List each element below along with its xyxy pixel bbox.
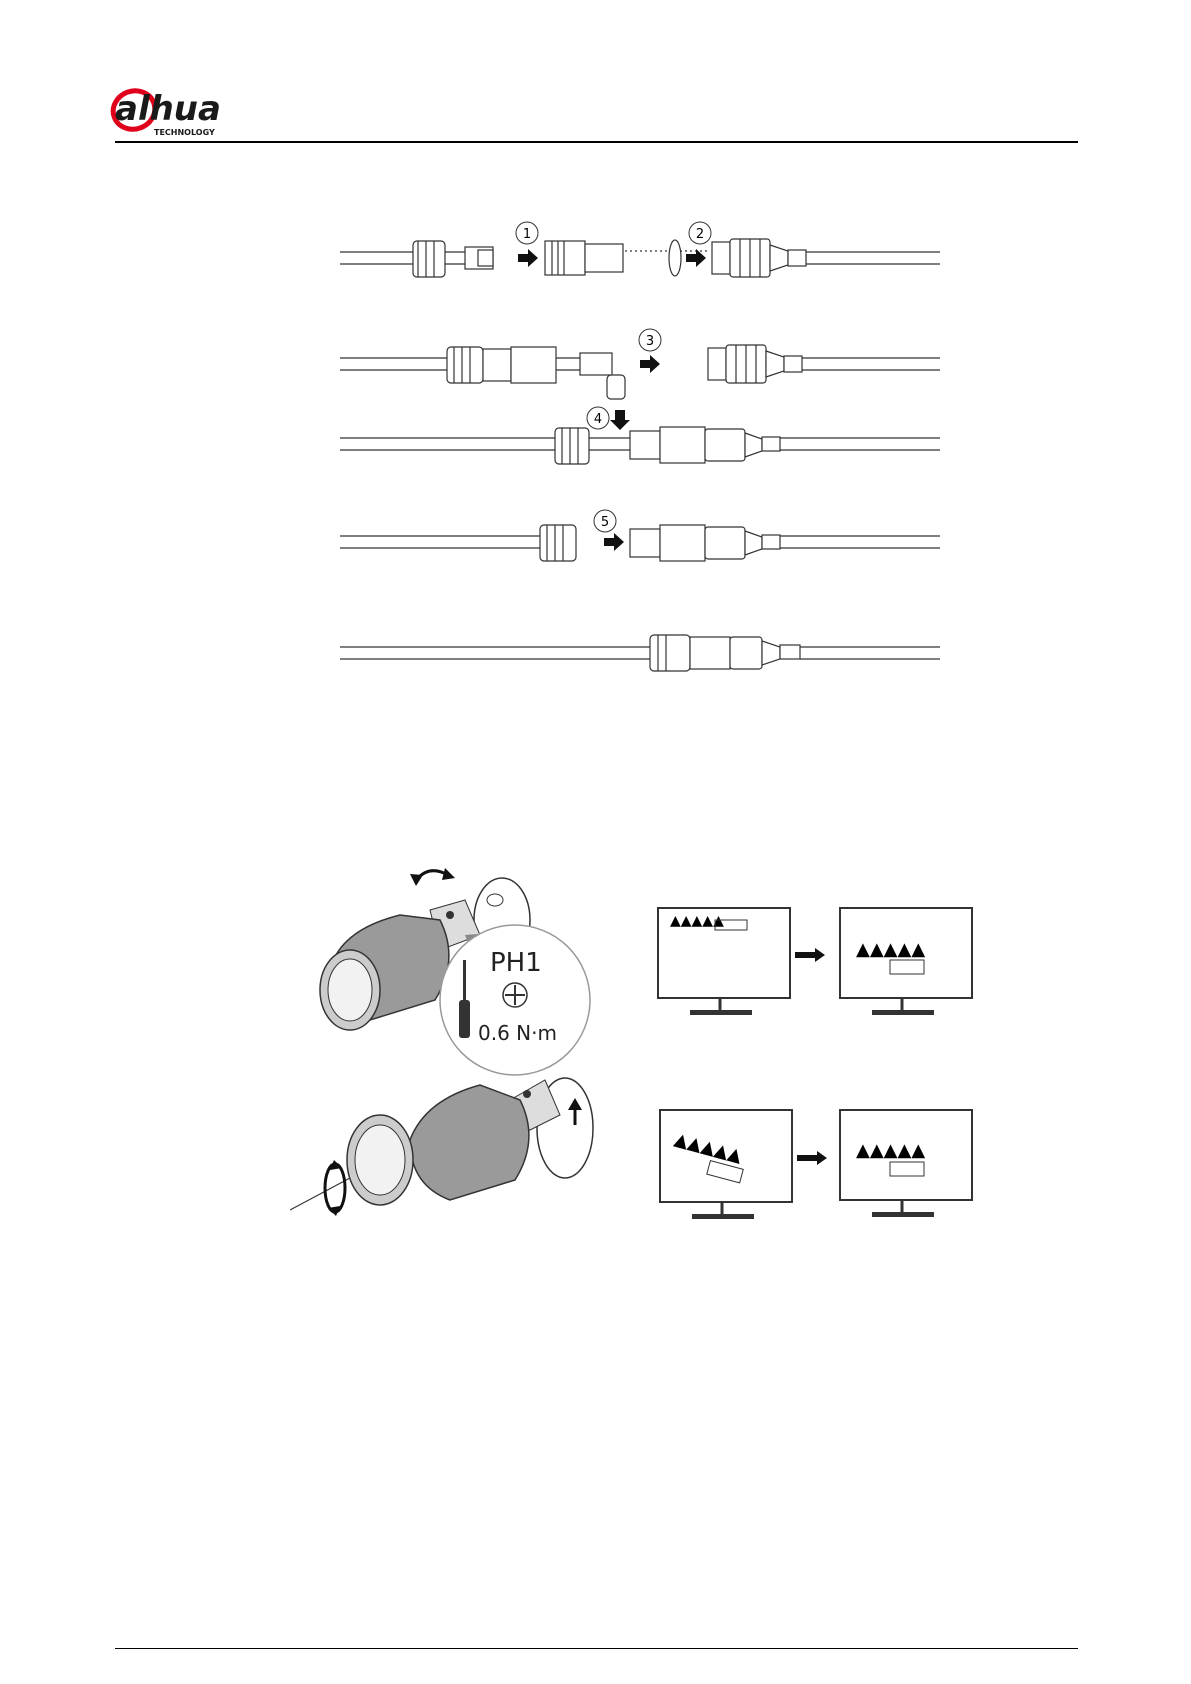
monitor-before-2: ▲▲▲▲▲ <box>660 1110 792 1219</box>
camera-adjustment-figure: PH1 0.6 N·m ▲▲▲▲▲ ▲▲▲▲▲ <box>290 860 990 1300</box>
svg-text:3: 3 <box>646 334 654 349</box>
step-callout-1: 1 <box>516 222 538 244</box>
logo-subtext: TECHNOLOGY <box>154 128 215 137</box>
torque-label: 0.6 N·m <box>478 1021 557 1045</box>
assembly-row-2 <box>340 345 940 383</box>
assembly-row-3 <box>340 375 940 464</box>
svg-text:▲▲▲▲▲: ▲▲▲▲▲ <box>856 939 925 960</box>
svg-text:5: 5 <box>601 515 609 530</box>
svg-text:2: 2 <box>696 227 704 242</box>
step-callout-4: 4 <box>587 407 609 429</box>
assembly-row-5 <box>340 635 940 671</box>
waterproof-connector-figure: 1 2 3 4 5 <box>330 215 950 725</box>
step-callout-5: 5 <box>594 510 616 532</box>
arrow-right-icon <box>797 1151 827 1165</box>
screwdriver-callout: PH1 0.6 N·m <box>440 925 590 1075</box>
svg-text:▲▲▲▲▲: ▲▲▲▲▲ <box>856 1140 925 1161</box>
screwdriver-type-label: PH1 <box>490 948 542 978</box>
assembly-row-4 <box>340 525 940 561</box>
monitor-before-1: ▲▲▲▲▲ <box>658 908 790 1015</box>
logo-wordmark: alhua <box>115 89 221 129</box>
camera-rotate-illustration <box>290 1078 593 1216</box>
footer-divider <box>115 1648 1078 1649</box>
arrow-right-icon <box>795 948 825 962</box>
dahua-logo: alhua TECHNOLOGY <box>110 86 280 138</box>
assembly-row-1 <box>340 239 940 277</box>
step-callout-2: 2 <box>689 222 711 244</box>
svg-text:▲▲▲▲▲: ▲▲▲▲▲ <box>670 913 724 929</box>
svg-text:4: 4 <box>594 412 602 427</box>
monitor-after-1: ▲▲▲▲▲ <box>840 908 972 1015</box>
monitor-after-2: ▲▲▲▲▲ <box>840 1110 972 1217</box>
step-callout-3: 3 <box>639 329 661 351</box>
header-divider <box>115 141 1078 143</box>
svg-text:1: 1 <box>523 227 531 242</box>
